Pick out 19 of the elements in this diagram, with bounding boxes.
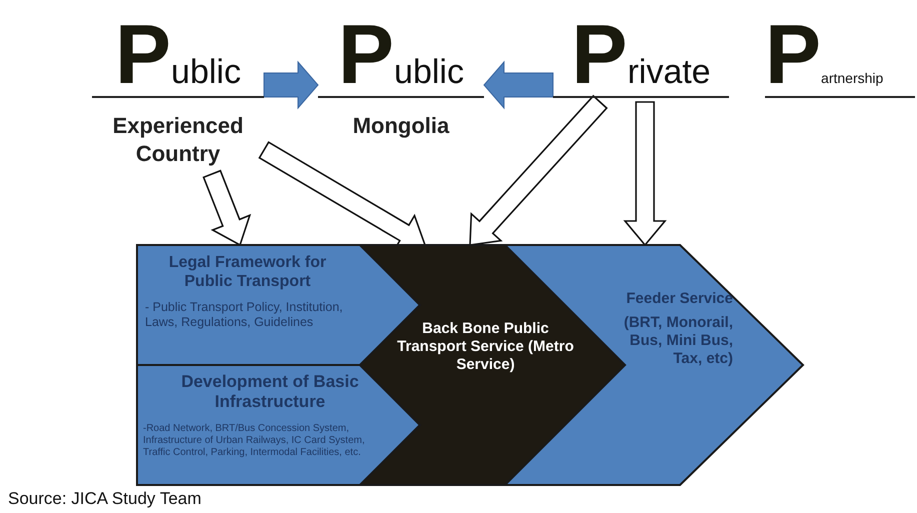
block-arrow	[202, 170, 252, 246]
subtitle: Mongolia	[352, 112, 450, 140]
source-note: Source: JICA Study Team	[8, 489, 202, 509]
box-heading: Legal Framework for Public Transport	[168, 253, 328, 292]
subtitle: Experienced Country	[112, 112, 244, 167]
box-description: -Road Network, BRT/Bus Concession System, Infrastructure of Urban Railways, IC Card System, Traffic Control, Parking, Intermodal Facilities, etc.	[143, 423, 366, 459]
block-arrow	[483, 60, 554, 110]
block-arrow	[264, 60, 319, 110]
box-description: (BRT, Monorail, Bus, Mini Bus, Tax, etc)	[622, 314, 733, 368]
title-word: Public	[92, 12, 264, 98]
block-arrow	[469, 94, 608, 246]
title-word: Partnership	[765, 12, 915, 98]
box-heading: Feeder Service	[625, 290, 733, 308]
box-description: - Public Transport Policy, Institution, Laws, Regulations, Guidelines	[145, 300, 344, 330]
box-heading: Back Bone Public Transport Service (Metro Service)	[396, 320, 575, 374]
box-heading: Development of Basic Infrastructure	[180, 372, 360, 413]
title-word: Private	[553, 12, 729, 98]
title-word: Public	[318, 12, 484, 98]
block-arrow	[623, 101, 667, 246]
